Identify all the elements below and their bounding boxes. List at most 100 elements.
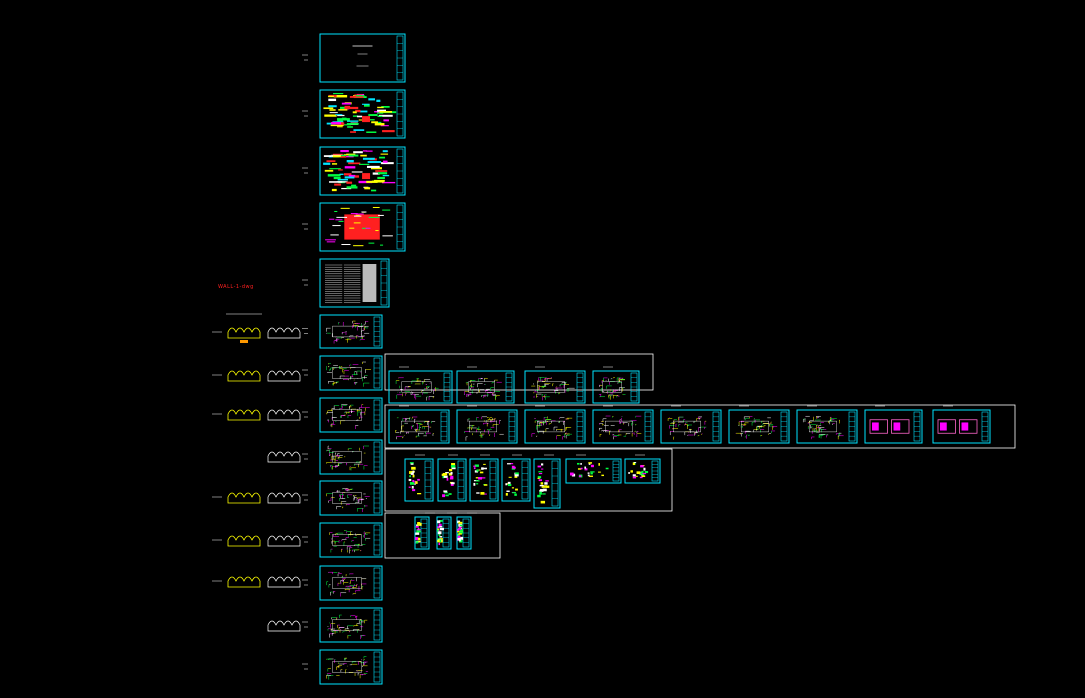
drawing-sheet-5[interactable] [319,258,390,308]
table-cell [382,150,388,153]
detail-sheet[interactable] [404,458,434,502]
table-cell [327,174,341,177]
sheet-border [319,439,383,475]
plan-outline [401,381,432,393]
detail-mark [451,463,456,466]
detail-group-row-3[interactable] [384,448,673,512]
drawing-sheet-11[interactable] [319,522,383,558]
detail-mark [473,467,476,470]
table-cell [340,154,347,157]
drawing-sheet-4[interactable] [319,202,406,252]
detail-sheet[interactable] [932,409,991,444]
detail-sheet[interactable] [456,516,472,550]
detail-mark [417,493,422,495]
unit-outline [227,409,261,421]
drawing-sheet-8[interactable] [319,397,383,433]
detail-sheet[interactable] [592,409,654,444]
detail-sheet[interactable] [592,370,640,404]
unit-outline [227,327,261,339]
drawing-sheet-9[interactable] [319,439,383,475]
drawing-sheet-2[interactable] [319,89,406,139]
detail-sheet[interactable] [469,458,499,502]
drawing-sheet-12[interactable] [319,565,383,601]
detail-mark [511,465,515,469]
sheet-border [388,409,450,444]
detail-sheet[interactable] [864,409,923,444]
sheet-border [932,409,991,444]
drawing-sheet-1[interactable] [319,33,406,83]
drawing-sheet-14[interactable] [319,649,383,685]
detail-sheet[interactable] [524,370,586,404]
detail-mark [450,465,456,468]
detail-mark [417,522,421,526]
table-cell [340,156,347,158]
detail-sheet[interactable] [524,409,586,444]
table-cell [329,112,338,114]
table-cell [335,219,343,221]
detail-mark [514,475,518,478]
table-cell [371,121,378,124]
detail-sheet[interactable] [456,409,518,444]
table-cell [382,209,391,211]
table-cell [366,150,373,152]
table-cell [358,180,373,184]
detail-sheet[interactable] [796,409,858,444]
detail-sheet[interactable] [501,458,531,502]
detail-sheet[interactable] [456,370,515,404]
table-cell [351,184,357,187]
drawing-sheet-6[interactable] [319,314,383,349]
drawing-sheet-7[interactable] [319,355,383,391]
detail-sheet[interactable] [388,370,453,404]
detail-mark [417,530,421,533]
detail-mark [442,494,446,498]
floor-plan-icon [212,535,301,547]
detail-sheet[interactable] [388,409,450,444]
detail-mark [590,464,594,468]
drawing-sheet-10[interactable] [319,480,383,516]
table-cell [347,120,359,122]
detail-sheet[interactable] [565,458,622,484]
sheet-border [319,355,383,391]
table-cell [326,241,336,243]
table-cell [330,124,344,127]
table-cell [382,235,393,237]
detail-mark [641,470,644,474]
detail-sheet[interactable] [533,458,561,509]
table-cell [377,172,388,175]
sheet-border [524,370,586,404]
sheet-label [302,621,308,628]
detail-group-row-4[interactable] [384,512,501,559]
detail-mark [605,467,609,470]
table-cell [370,167,382,170]
floor-plan-icon [212,492,301,504]
detail-sheet[interactable] [728,409,790,444]
table-cell [368,216,380,218]
detail-mark [478,469,481,471]
table-cell [380,244,384,246]
table-cell [375,230,379,232]
detail-group-row-1[interactable] [384,353,654,391]
detail-mark [515,472,519,475]
sheet-border [728,409,790,444]
detail-mark [511,487,515,489]
drawing-sheet-13[interactable] [319,607,383,643]
table-cell [356,115,363,118]
detail-group-row-2[interactable] [384,404,1016,449]
detail-sheet[interactable] [436,516,452,550]
detail-sheet[interactable] [437,458,467,502]
group-boundary [384,512,501,559]
sheet-border [796,409,858,444]
detail-sheet[interactable] [624,458,661,484]
detail-mark [439,526,443,528]
detail-sheet[interactable] [660,409,722,444]
table-cell [362,150,368,152]
detail-mark [417,537,421,541]
table-cell [375,170,388,172]
detail-sheet[interactable] [414,516,430,550]
table-cell [348,154,359,157]
drawing-sheet-3[interactable] [319,146,406,196]
table-cell [355,214,360,216]
table-cell [333,93,344,95]
table-cell [329,181,343,183]
